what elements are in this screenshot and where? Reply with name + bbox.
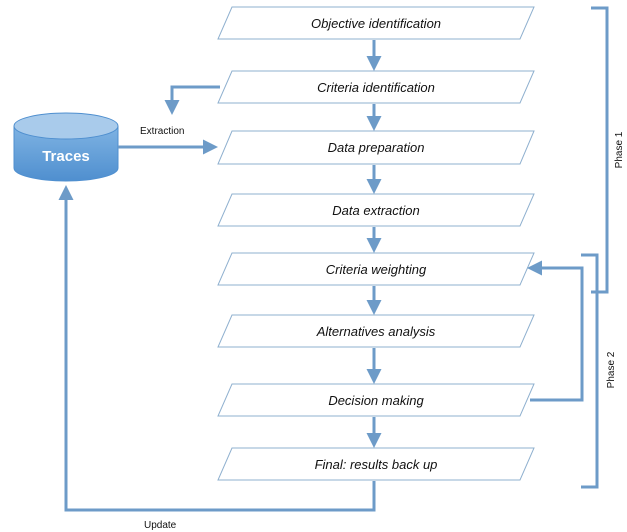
criteria-to-traces-arrow (164, 85, 220, 115)
extraction-label: Extraction (140, 126, 184, 137)
update-label: Update (144, 520, 177, 531)
phase1-label: Phase 1 (614, 131, 625, 168)
database-label: Traces (42, 148, 90, 165)
step-decision-making: Decision making (217, 383, 535, 417)
phase2-label: Phase 2 (606, 351, 617, 388)
step-label: Data extraction (332, 203, 419, 218)
step-label: Data preparation (328, 140, 425, 155)
step-label: Criteria identification (317, 80, 435, 95)
step-label: Final: results back up (315, 457, 438, 472)
step-alternatives-analysis: Alternatives analysis (217, 314, 535, 348)
step-criteria-identification: Criteria identification (217, 70, 535, 104)
step-label: Objective identification (311, 16, 441, 31)
phase1-bracket (591, 6, 609, 294)
step-criteria-weighting: Criteria weighting (217, 252, 535, 286)
step-objective-identification: Objective identification (217, 6, 535, 40)
step-label: Alternatives analysis (316, 324, 436, 339)
traces-database-icon: Traces (13, 112, 119, 182)
feedback-loop-arrow (527, 260, 584, 402)
step-data-preparation: Data preparation (217, 130, 535, 165)
update-loop-arrow (58, 185, 376, 512)
step-data-extraction: Data extraction (217, 193, 535, 227)
step-label: Decision making (328, 393, 424, 408)
phase2-bracket (581, 253, 599, 489)
step-final-results-back-up: Final: results back up (217, 447, 535, 481)
step-label: Criteria weighting (326, 262, 427, 277)
